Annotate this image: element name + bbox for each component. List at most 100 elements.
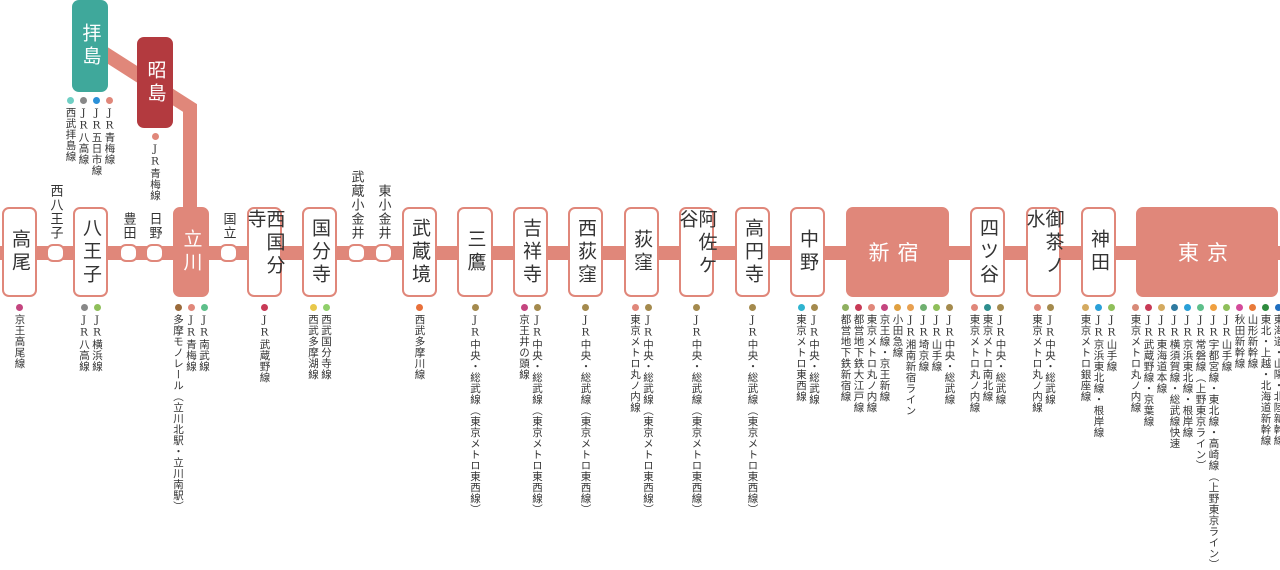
connecting-line-name: JR東海道本線 (1156, 314, 1168, 394)
station-14-button[interactable]: 西荻窪 (568, 207, 603, 297)
line-color-dot-icon (1171, 304, 1178, 311)
station-17-button[interactable]: 高円寺 (735, 207, 770, 297)
station-0-button[interactable]: 高尾 (2, 207, 37, 297)
connecting-line-item: JR五日市線 (91, 97, 103, 176)
connecting-line-name: 東京メトロ銀座線 (1080, 314, 1092, 402)
line-color-dot-icon (855, 304, 862, 311)
connecting-line-name: JR青梅線 (149, 143, 161, 201)
station-name: 豊田 (122, 212, 135, 240)
connecting-line-name: 東海道・山陽・北陸新幹線 (1273, 314, 1280, 446)
connecting-line-item: 東京メトロ丸ノ内線 (866, 304, 878, 416)
station-name: 東京 (1178, 237, 1236, 267)
connecting-line-item: JR武蔵野線・京葉線 (1143, 304, 1155, 570)
branch-station-1-button[interactable]: 昭島 (137, 37, 173, 128)
station-1-stop-marker[interactable] (46, 244, 65, 262)
connecting-line-item: 西武多摩湖線 (307, 304, 319, 380)
line-color-dot-icon (1158, 304, 1165, 311)
station-7-button[interactable]: 西国分寺 (247, 207, 282, 297)
station-name: 西国分寺 (246, 209, 284, 295)
station-23-button[interactable]: 東京 (1136, 207, 1278, 297)
station-15-button[interactable]: 荻窪 (624, 207, 659, 297)
line-color-dot-icon (106, 97, 113, 104)
line-color-dot-icon (868, 304, 875, 311)
station-name: 国立 (222, 212, 235, 240)
connecting-line-item: 東海道・山陽・北陸新幹線 (1273, 304, 1280, 570)
connecting-line-name: JR青梅線 (104, 107, 116, 165)
station-5-button[interactable]: 立川 (173, 207, 209, 297)
station-name: 新宿 (869, 237, 927, 267)
connecting-line-item: JR横須賀線・総武線快速 (1169, 304, 1181, 570)
station-18-button[interactable]: 中野 (790, 207, 825, 297)
connecting-line-name: JR常磐線（上野東京ライン） (1195, 314, 1207, 471)
connecting-line-item: JR京浜東北線・根岸線 (1182, 304, 1194, 570)
line-color-dot-icon (310, 304, 317, 311)
line-color-dot-icon (1132, 304, 1139, 311)
station-name: 吉祥寺 (521, 218, 540, 287)
connecting-line-name: JR宇都宮線・東北線・高崎線（上野東京ライン） (1208, 314, 1220, 570)
station-8-button[interactable]: 国分寺 (302, 207, 337, 297)
connecting-line-item: JR京浜東北線・根岸線 (1093, 304, 1105, 438)
station-12-button[interactable]: 三鷹 (457, 207, 493, 297)
station-name: 国分寺 (310, 218, 329, 287)
connecting-line-item: 東北・上越・北海道新幹線 (1260, 304, 1272, 570)
connecting-lines: JR青梅線 (115, 133, 195, 201)
station-name: 八王子 (81, 218, 100, 287)
line-color-dot-icon (93, 97, 100, 104)
connecting-line-item: 東京メトロ銀座線 (1080, 304, 1092, 438)
station-name: 日野 (148, 212, 161, 240)
station-16-button[interactable]: 阿佐ケ谷 (679, 207, 714, 297)
connecting-line-name: 東北・上越・北海道新幹線 (1260, 314, 1272, 446)
connecting-line-name: JR武蔵野線・京葉線 (1143, 314, 1155, 427)
connecting-line-item: JR八高線 (78, 304, 90, 372)
station-name: 昭島 (146, 60, 165, 106)
station-name: 拝島 (81, 23, 100, 69)
connecting-line-name: 東京メトロ丸ノ内線 (866, 314, 878, 413)
station-name: 阿佐ケ谷 (678, 209, 716, 295)
connecting-line-item: JR山手線 (1221, 304, 1233, 570)
connecting-line-name: JR京浜東北線・根岸線 (1182, 314, 1194, 438)
station-4-stop-marker[interactable] (145, 244, 164, 262)
connecting-line-name: JR山手線 (1221, 314, 1233, 372)
connecting-line-item: JR東海道本線 (1156, 304, 1168, 570)
line-color-dot-icon (1249, 304, 1256, 311)
station-name: 武蔵境 (410, 218, 429, 287)
connecting-line-name: JR五日市線 (91, 107, 103, 176)
station-name: 四ツ谷 (978, 218, 997, 287)
connecting-line-item: JR八高線 (78, 97, 90, 176)
station-10-stop-marker[interactable] (374, 244, 393, 262)
connecting-line-name: 西武拝島線 (65, 107, 77, 162)
line-color-dot-icon (1275, 304, 1280, 311)
connecting-line-item: 山形新幹線 (1247, 304, 1259, 570)
station-22-button[interactable]: 神田 (1081, 207, 1116, 297)
line-color-dot-icon (81, 304, 88, 311)
line-color-dot-icon (1145, 304, 1152, 311)
line-color-dot-icon (1262, 304, 1269, 311)
station-name: 高円寺 (743, 218, 762, 287)
station-2-button[interactable]: 八王子 (73, 207, 108, 297)
line-color-dot-icon (842, 304, 849, 311)
line-color-dot-icon (1223, 304, 1230, 311)
branch-station-0-button[interactable]: 拝島 (72, 0, 108, 92)
station-3-stop-marker[interactable] (119, 244, 138, 262)
station-11-button[interactable]: 武蔵境 (402, 207, 437, 297)
station-6-stop-marker[interactable] (219, 244, 238, 262)
connecting-line-name: 都営地下鉄新宿線 (840, 314, 852, 402)
station-19-button[interactable]: 新宿 (846, 207, 949, 297)
connecting-line-name: 秋田新幹線 (1234, 314, 1246, 369)
station-name: 東小金井 (377, 184, 390, 240)
station-name: 三鷹 (466, 229, 485, 275)
connecting-line-name: 都営地下鉄大江戸線 (853, 314, 865, 413)
line-color-dot-icon (1197, 304, 1204, 311)
line-color-dot-icon (1210, 304, 1217, 311)
station-13-button[interactable]: 吉祥寺 (513, 207, 548, 297)
line-color-dot-icon (67, 97, 74, 104)
station-20-button[interactable]: 四ツ谷 (970, 207, 1005, 297)
line-color-dot-icon (1082, 304, 1089, 311)
station-9-stop-marker[interactable] (347, 244, 366, 262)
line-color-dot-icon (152, 133, 159, 140)
connecting-line-item: JR青梅線 (104, 97, 116, 176)
connecting-line-name: JR京浜東北線・根岸線 (1093, 314, 1105, 438)
station-21-button[interactable]: 御茶ノ水 (1026, 207, 1061, 297)
station-name: 中野 (798, 229, 817, 275)
station-name: 高尾 (10, 229, 29, 275)
